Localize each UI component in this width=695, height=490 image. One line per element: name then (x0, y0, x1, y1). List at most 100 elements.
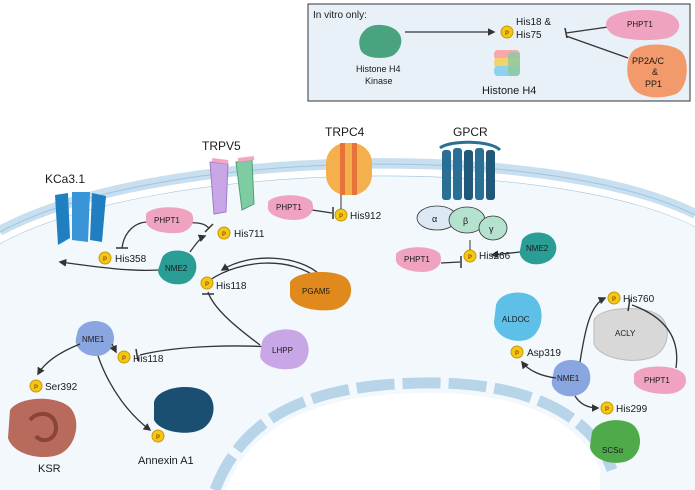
nme1-to-ksr (37, 343, 81, 376)
nuclear-envelope (209, 377, 618, 490)
pp-label-2: & (652, 67, 658, 77)
nme1-to-acly (579, 297, 607, 363)
svg-text:P: P (103, 257, 107, 263)
pgam5-link (220, 257, 321, 276)
inset-kinase-label-2: Kinase (365, 76, 393, 86)
phpt1-kca-blob (146, 207, 194, 234)
phpt1-kca-label: PHPT1 (154, 216, 180, 225)
trpc4-label: TRPC4 (325, 125, 365, 139)
aldoc-label: ALDOC (502, 315, 530, 324)
trpv5-channel (209, 156, 255, 215)
his118-nme1-label: His118 (133, 354, 164, 365)
inset-histone-label: Histone H4 (482, 85, 536, 97)
nme2-to-kca31 (58, 258, 159, 272)
phpt1-acly-blob (633, 366, 686, 394)
svg-text:P: P (605, 407, 609, 413)
pp-label-3: PP1 (645, 79, 662, 89)
nme1-to-annexin (97, 355, 152, 431)
inset-title: In vitro only: (313, 10, 367, 21)
acly-protein (593, 308, 668, 361)
his912-phospho: P (334, 208, 348, 222)
annexin-phospho: P (151, 429, 165, 443)
g-protein-trimer: α β γ (416, 205, 508, 241)
inset-site-label-1: His18 & (516, 17, 551, 28)
phpt1-inhibit-kca31 (121, 221, 149, 249)
asp319-phospho: P (510, 345, 524, 359)
his711-phospho: P (217, 226, 231, 240)
his299-phospho: P (600, 401, 614, 415)
lhpp-label: LHPP (272, 346, 293, 355)
pgam5-blob (290, 271, 352, 311)
his358-label: His358 (115, 254, 147, 265)
acly-label: ACLY (615, 329, 636, 338)
asp319-label: Asp319 (527, 348, 561, 359)
pp-label-1: PP2A/C (632, 56, 665, 66)
his118-nme1-phospho: P (117, 350, 131, 364)
nme2-to-gpcr (490, 250, 521, 259)
ser392-label: Ser392 (45, 382, 78, 393)
pp2a-pp1-blob (627, 44, 687, 98)
ser392-phospho: P (29, 379, 43, 393)
phpt1-inhibit-h4 (565, 26, 609, 34)
svg-text:P: P (505, 31, 509, 37)
inset-kinase-label-1: Histone H4 (356, 64, 401, 74)
svg-text:P: P (122, 356, 126, 362)
his711-label: His711 (234, 229, 265, 240)
nme1-right-blob (551, 359, 591, 397)
svg-text:P: P (156, 435, 160, 441)
g-beta-label: β (463, 216, 468, 226)
svg-text:P: P (205, 282, 209, 288)
phpt1-trpc4-label: PHPT1 (276, 203, 302, 212)
pp2a-inhibit-h4 (565, 35, 629, 59)
annexin-blob (154, 387, 214, 433)
nme2-main-blob (158, 250, 197, 285)
his118-nme2-label: His118 (216, 281, 247, 292)
his358-phospho: P (98, 251, 112, 265)
his760-label: His760 (623, 294, 655, 305)
annexin-label: Annexin A1 (138, 455, 194, 467)
his266-phospho: P (463, 249, 477, 263)
his266-label: His266 (479, 251, 511, 262)
nme2-gpcr-label: NME2 (526, 244, 549, 253)
nme1-left-label: NME1 (82, 335, 105, 344)
phpt1-inhibit-acly (631, 304, 678, 369)
phpt1-inhibit-trpc4 (311, 209, 333, 214)
in-vitro-inset: In vitro only: Histone H4 Kinase P His18… (307, 3, 691, 102)
phpt1-gpcr-blob (395, 247, 442, 272)
histone-h4-kinase-blob (359, 24, 402, 58)
inset-phpt1-blob (606, 9, 680, 41)
phpt1-gpcr-label: PHPT1 (404, 255, 430, 264)
g-gamma-label: γ (489, 224, 494, 234)
phpt1-trpc4-blob (267, 195, 314, 220)
lhpp-blob (260, 329, 309, 370)
trpc4-channel (326, 143, 372, 195)
pgam5-label: PGAM5 (302, 287, 331, 296)
lhpp-inhibit-nme1-his118 (139, 345, 273, 356)
his912-label: His912 (350, 211, 382, 222)
ksr-label: KSR (38, 463, 61, 475)
lhpp-inhibit-his118 (207, 291, 261, 346)
scsa-label: SCSα (602, 446, 623, 455)
kca31-label: KCa3.1 (45, 172, 85, 186)
svg-text:P: P (34, 385, 38, 391)
scsa-protein (590, 420, 640, 463)
ksr-protein (8, 398, 77, 458)
histone-h4-icon (494, 50, 520, 76)
phpt1-acly-label: PHPT1 (644, 376, 670, 385)
nme2-main-label: NME2 (165, 264, 188, 273)
nme1-right-label: NME1 (557, 374, 580, 383)
nme1-to-scsa (574, 395, 600, 412)
g-alpha-label: α (432, 214, 437, 224)
nme1-to-his118 (109, 343, 117, 354)
trpv5-label: TRPV5 (202, 139, 241, 153)
svg-text:P: P (222, 232, 226, 238)
h4-phospho: P (500, 25, 514, 39)
kca31-channel (55, 192, 106, 245)
aldoc-blob (494, 292, 542, 341)
svg-text:P: P (468, 255, 472, 261)
inset-site-label-2: His75 (516, 30, 542, 41)
nme2-to-trpv5 (189, 234, 207, 253)
svg-text:P: P (612, 297, 616, 303)
